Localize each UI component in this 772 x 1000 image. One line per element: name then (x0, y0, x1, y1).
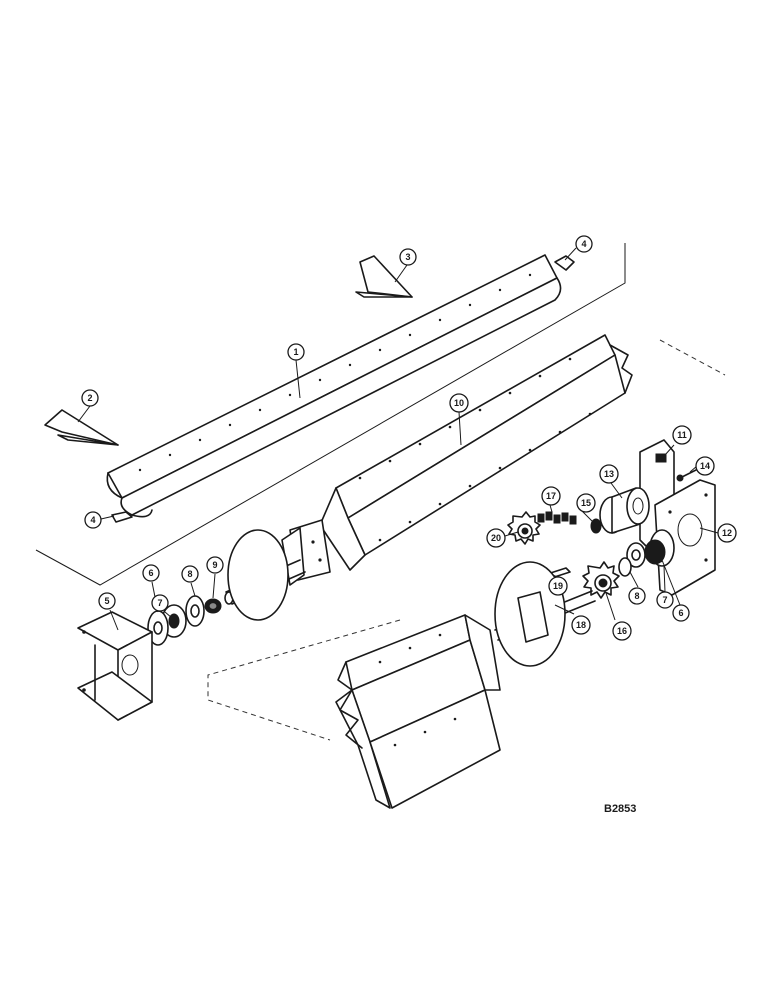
callout-20: 20 (486, 528, 506, 548)
svg-text:9: 9 (212, 560, 217, 570)
callout-19: 19 (548, 576, 568, 596)
callout-5: 5 (98, 592, 116, 610)
cover-bolt-holes (138, 273, 532, 472)
assembly-boundary-upper (35, 243, 626, 586)
nut-right (590, 518, 602, 534)
callout-17: 17 (541, 486, 561, 506)
drive-chain (537, 511, 577, 525)
upper-disc (227, 529, 289, 621)
callout-16: 16 (612, 621, 632, 641)
svg-text:2: 2 (87, 393, 92, 403)
svg-text:19: 19 (553, 581, 563, 591)
drive-motor (599, 487, 650, 534)
lower-beater-section (335, 614, 501, 809)
svg-text:6: 6 (678, 608, 683, 618)
svg-text:7: 7 (662, 595, 667, 605)
callout-14: 14 (695, 456, 715, 476)
assembly-boundary-lower-left (207, 619, 401, 741)
svg-text:11: 11 (677, 430, 687, 440)
callout-4-upper: 4 (575, 235, 593, 253)
callout-13: 13 (599, 464, 619, 484)
sprocket-large (582, 561, 620, 599)
left-gusset (44, 409, 119, 446)
flangette-left (185, 595, 205, 627)
bracket-upper-right (554, 255, 575, 271)
callout-10: 10 (449, 393, 469, 413)
upper-shaft-assembly (224, 519, 331, 621)
assembly-boundary-lower (659, 339, 726, 376)
flange-hub-left (147, 604, 187, 646)
svg-text:7: 7 (157, 598, 162, 608)
right-bearing-plate (654, 479, 716, 596)
callout-11: 11 (672, 425, 692, 445)
svg-text:17: 17 (546, 491, 556, 501)
svg-text:8: 8 (634, 591, 639, 601)
svg-text:18: 18 (576, 620, 586, 630)
lower-beater-holes (378, 633, 457, 747)
sprocket-small (507, 511, 541, 545)
callout-3: 3 (399, 248, 417, 266)
svg-text:1: 1 (293, 347, 298, 357)
beater-bolt-holes (358, 357, 592, 542)
upper-beater-section (319, 334, 633, 571)
callout-18: 18 (571, 615, 591, 635)
callout-4-lower: 4 (84, 511, 102, 529)
lower-shaft-assembly (494, 561, 596, 667)
svg-text:5: 5 (104, 596, 109, 606)
svg-text:4: 4 (581, 239, 586, 249)
left-side-bracket (77, 611, 153, 721)
callout-1: 1 (287, 343, 305, 361)
svg-text:16: 16 (617, 626, 627, 636)
callout-8-left: 8 (181, 565, 199, 583)
svg-text:12: 12 (722, 528, 732, 538)
flange-hub-right (626, 529, 675, 568)
svg-text:6: 6 (148, 568, 153, 578)
flangette-right (618, 557, 632, 577)
callout-12: 12 (717, 523, 737, 543)
callout-8-right: 8 (628, 587, 646, 605)
svg-text:8: 8 (187, 569, 192, 579)
callout-7-right: 7 (656, 591, 674, 609)
bearing-left (204, 598, 222, 614)
svg-text:3: 3 (405, 252, 410, 262)
bracket-lower-left (111, 511, 133, 523)
svg-text:15: 15 (581, 498, 591, 508)
svg-text:10: 10 (454, 398, 464, 408)
callout-7-left: 7 (151, 594, 169, 612)
drawing-code: B2853 (604, 803, 636, 815)
callout-15: 15 (576, 493, 596, 513)
callout-6-right: 6 (672, 604, 690, 622)
callout-2: 2 (81, 389, 99, 407)
bolt-right (676, 469, 697, 482)
svg-text:14: 14 (700, 461, 710, 471)
callout-6-left: 6 (142, 564, 160, 582)
callout-9: 9 (206, 556, 224, 574)
upper-cover-panel (106, 254, 562, 518)
svg-text:13: 13 (604, 469, 614, 479)
svg-text:4: 4 (90, 515, 95, 525)
svg-text:20: 20 (491, 533, 501, 543)
right-gusset (355, 255, 413, 298)
